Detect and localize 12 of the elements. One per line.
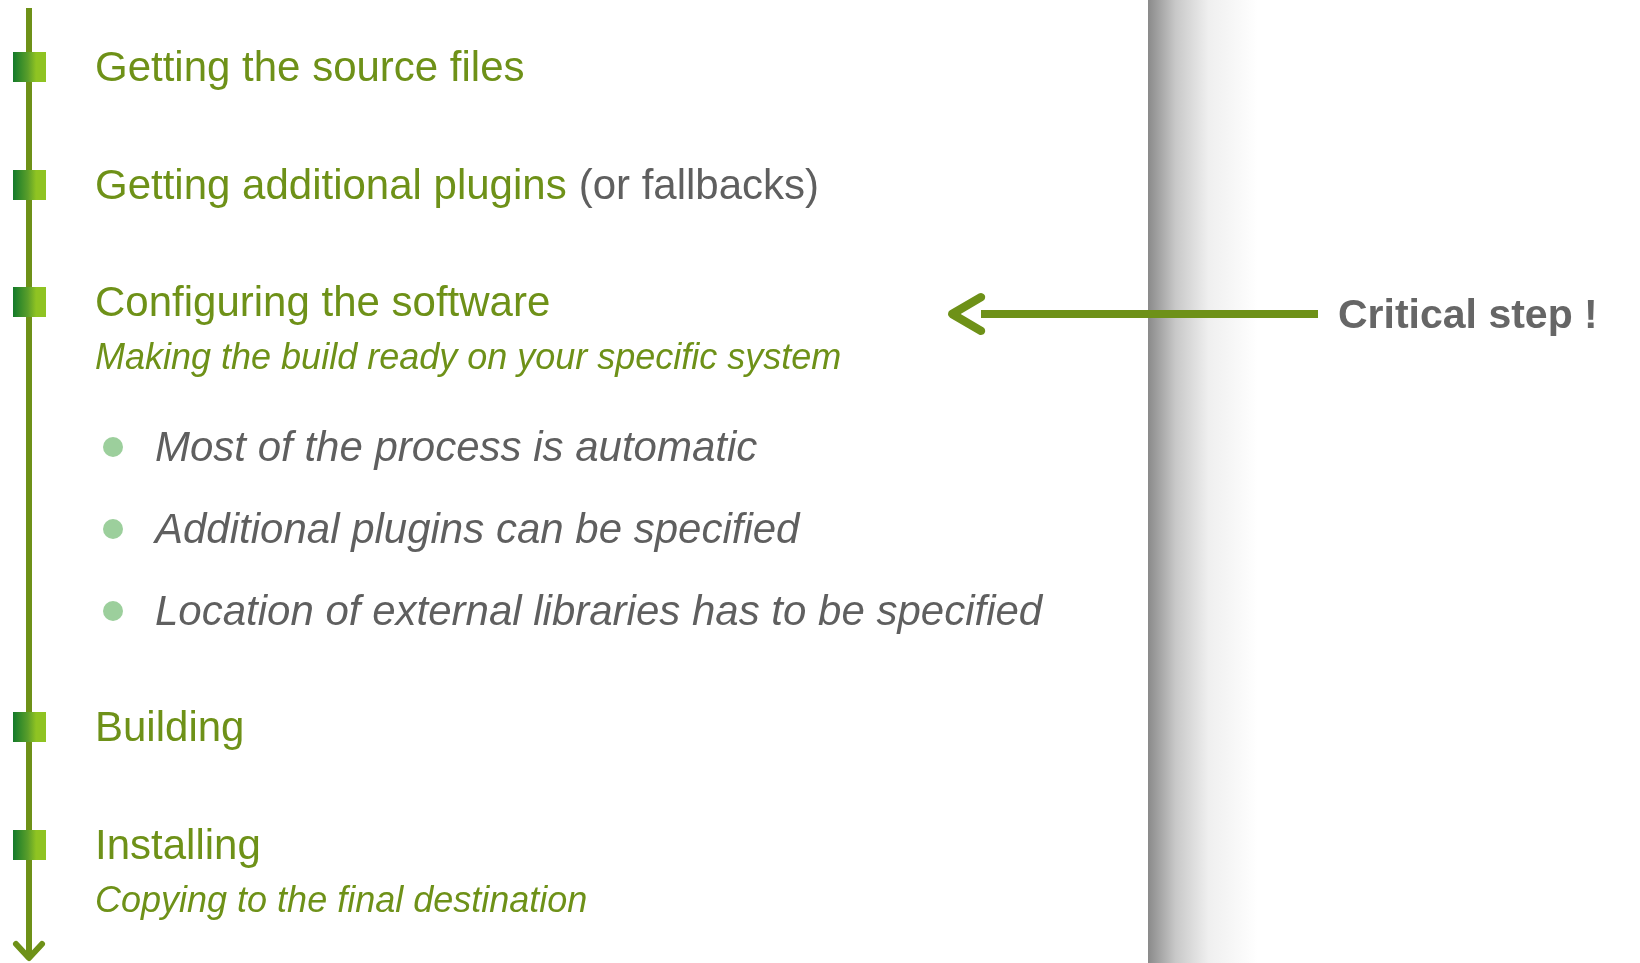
bullet-text: Location of external libraries has to be specified [155,586,1043,636]
callout-text: Critical step ! [1338,290,1598,340]
bullet-text: Most of the process is automatic [155,422,758,472]
step-subtitle: Making the build ready on your specific system [95,335,842,379]
step-title: Building [95,702,245,752]
step-title: Getting additional plugins [95,160,567,210]
step-title: Configuring the software [95,277,551,327]
bullet-text: Additional plugins can be specified [155,504,800,554]
step-subtitle: Copying to the final destination [95,878,588,922]
step-note: (or fallbacks) [578,160,820,210]
step-title: Getting the source files [95,42,525,92]
step-title: Installing [95,820,261,870]
